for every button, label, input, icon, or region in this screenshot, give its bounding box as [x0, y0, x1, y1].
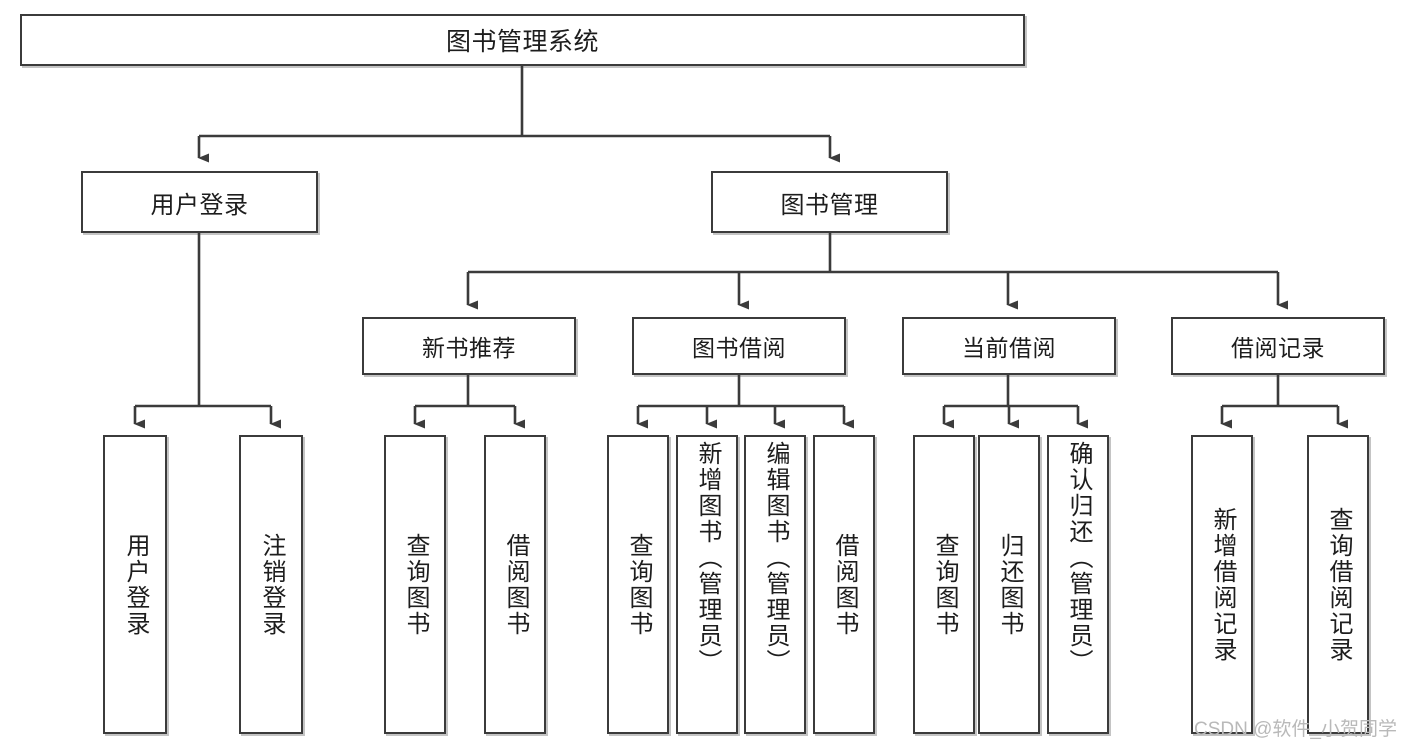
leaf-user-login-label: 用户登录	[121, 532, 149, 637]
node-borrow-record-label: 借阅记录	[1231, 335, 1325, 361]
leaf-borrow-book-bb[interactable]: 借阅图书	[813, 435, 875, 734]
leaf-borrow-book-bb-label: 借阅图书	[830, 532, 858, 637]
node-book-borrow-label: 图书借阅	[692, 335, 786, 361]
leaf-add-borrow-record-label: 新增借阅记录	[1208, 506, 1236, 663]
leaf-borrow-book-nb[interactable]: 借阅图书	[484, 435, 546, 734]
leaf-query-book-cb-label: 查询图书	[930, 532, 958, 637]
node-book-management[interactable]: 图书管理	[711, 171, 948, 233]
leaf-query-book-nb[interactable]: 查询图书	[384, 435, 446, 734]
node-root-system[interactable]: 图书管理系统	[20, 14, 1025, 66]
leaf-edit-book-admin-label: 编辑图书（管理员）	[761, 441, 789, 675]
node-root-system-label: 图书管理系统	[445, 28, 599, 56]
leaf-confirm-return-admin[interactable]: 确认归还（管理员）	[1047, 435, 1109, 734]
leaf-confirm-return-admin-label: 确认归还（管理员）	[1064, 441, 1092, 675]
leaf-add-borrow-record[interactable]: 新增借阅记录	[1191, 435, 1253, 734]
leaf-query-book-nb-label: 查询图书	[401, 532, 429, 637]
leaf-return-book[interactable]: 归还图书	[978, 435, 1040, 734]
leaf-logout-label: 注销登录	[257, 532, 285, 637]
node-new-book-recommend[interactable]: 新书推荐	[362, 317, 576, 375]
leaf-query-borrow-record-label: 查询借阅记录	[1324, 506, 1352, 663]
leaf-user-login[interactable]: 用户登录	[103, 435, 167, 734]
leaf-query-book-bb-label: 查询图书	[624, 532, 652, 637]
leaf-add-book-admin-label: 新增图书（管理员）	[693, 441, 721, 675]
leaf-query-borrow-record[interactable]: 查询借阅记录	[1307, 435, 1369, 734]
csdn-watermark: CSDN @软件_小贺同学	[1194, 719, 1397, 740]
leaf-query-book-bb[interactable]: 查询图书	[607, 435, 669, 734]
node-book-borrow[interactable]: 图书借阅	[632, 317, 846, 375]
leaf-return-book-label: 归还图书	[995, 532, 1023, 637]
node-borrow-record[interactable]: 借阅记录	[1171, 317, 1385, 375]
leaf-borrow-book-nb-label: 借阅图书	[501, 532, 529, 637]
leaf-add-book-admin[interactable]: 新增图书（管理员）	[676, 435, 738, 734]
leaf-query-book-cb[interactable]: 查询图书	[913, 435, 975, 734]
leaf-logout[interactable]: 注销登录	[239, 435, 303, 734]
node-current-borrow[interactable]: 当前借阅	[902, 317, 1116, 375]
node-book-management-label: 图书管理	[780, 191, 879, 219]
node-current-borrow-label: 当前借阅	[962, 335, 1056, 361]
node-user-login-label: 用户登录	[150, 191, 249, 219]
leaf-edit-book-admin[interactable]: 编辑图书（管理员）	[744, 435, 806, 734]
node-user-login[interactable]: 用户登录	[81, 171, 318, 233]
node-new-book-recommend-label: 新书推荐	[422, 335, 516, 361]
